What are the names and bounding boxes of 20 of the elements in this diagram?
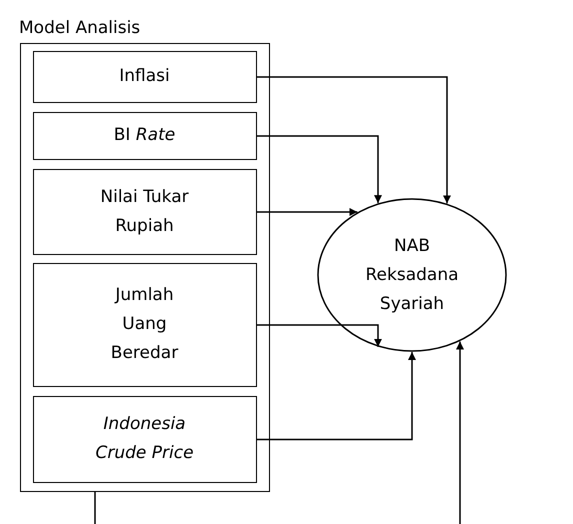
node-label: Inflasi — [118, 65, 171, 88]
group-heading: Model Analisis — [19, 17, 140, 39]
node-label: Jumlah Uang Beredar — [110, 284, 180, 365]
arrow — [257, 352, 416, 440]
factor-box — [32, 396, 256, 482]
factor-box — [32, 50, 256, 102]
ellipse-node — [317, 198, 507, 352]
arrow — [257, 208, 358, 216]
connector-line — [94, 492, 96, 524]
factor-box — [32, 168, 256, 254]
arrow — [456, 341, 464, 524]
factor-box — [32, 262, 256, 386]
node-label: Nilai Tukar Rupiah — [99, 186, 190, 238]
arrow — [257, 324, 382, 347]
arrow — [257, 135, 382, 204]
arrow — [257, 76, 451, 204]
factor-box — [32, 112, 256, 160]
node-label: Indonesia Crude Price — [94, 413, 195, 465]
node-label: BI Rate — [112, 124, 176, 147]
node-label: NAB Reksadana Syariah — [364, 234, 460, 316]
